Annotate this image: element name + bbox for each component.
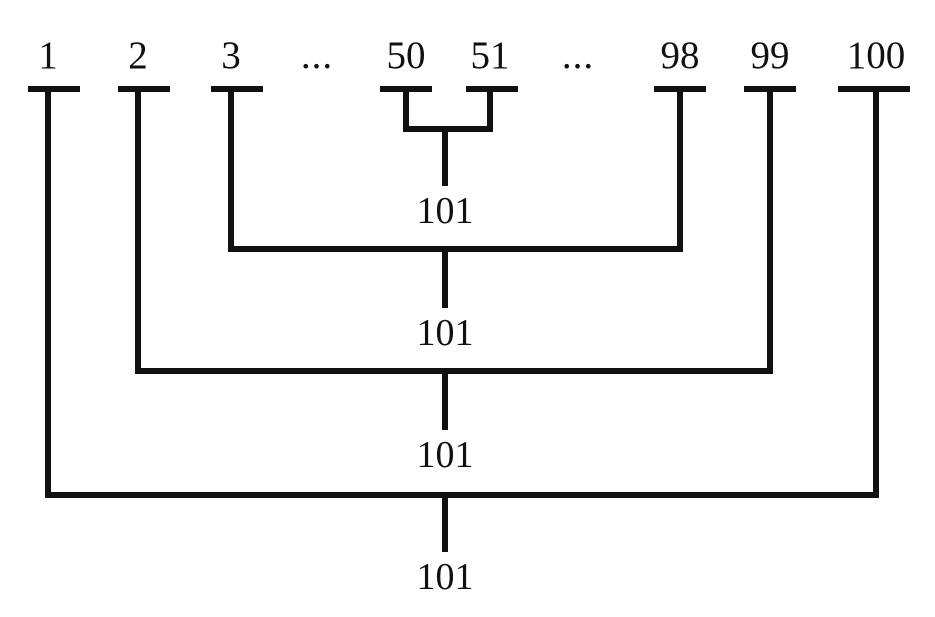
branch-vertical-3 xyxy=(228,86,234,252)
merge-label-50-51: 101 xyxy=(416,190,474,232)
leaf-tick-1 xyxy=(28,86,80,92)
leaf-ellipsis-right: ... xyxy=(561,34,595,77)
leaf-tick-2 xyxy=(118,86,170,92)
merge-stem-50-51 xyxy=(442,126,448,186)
leaf-label-1: 1 xyxy=(38,34,58,77)
leaf-ellipsis-left: ... xyxy=(300,34,334,77)
leaf-label-100: 100 xyxy=(846,34,906,77)
leaf-label-50: 50 xyxy=(386,34,426,77)
branch-vertical-50 xyxy=(403,86,409,132)
leaf-tick-3 xyxy=(211,86,263,92)
merge-label-2-99: 101 xyxy=(416,434,474,476)
leaf-label-3: 3 xyxy=(221,34,241,77)
leaf-label-2: 2 xyxy=(128,34,148,77)
merge-stem-2-99 xyxy=(442,368,448,430)
branch-vertical-51 xyxy=(487,86,493,132)
merge-bracket-1-100 xyxy=(45,492,879,498)
merge-bracket-2-99 xyxy=(135,368,773,374)
merge-label-3-98: 101 xyxy=(416,312,474,354)
leaf-label-51: 51 xyxy=(470,34,510,77)
branch-vertical-100 xyxy=(873,86,879,498)
branch-vertical-2 xyxy=(135,86,141,374)
leaf-label-99: 99 xyxy=(750,34,790,77)
branch-vertical-1 xyxy=(45,86,51,498)
merge-bracket-50-51 xyxy=(403,126,493,132)
leaf-label-98: 98 xyxy=(660,34,700,77)
merge-stem-3-98 xyxy=(442,246,448,308)
branch-vertical-98 xyxy=(677,86,683,252)
branch-vertical-99 xyxy=(767,86,773,374)
merge-bracket-3-98 xyxy=(228,246,683,252)
merge-label-1-100: 101 xyxy=(416,556,474,598)
merge-stem-1-100 xyxy=(442,492,448,552)
